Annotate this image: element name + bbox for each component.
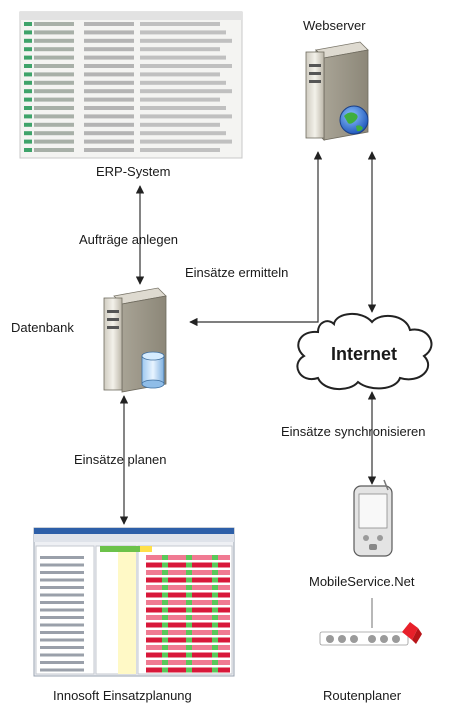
einsaetze-planen-label: Einsätze planen (74, 452, 167, 467)
erp-row (24, 55, 226, 60)
tomtom-logo (319, 622, 422, 646)
globe-icon (339, 105, 369, 135)
erp-row (24, 106, 226, 110)
erp-row (24, 72, 220, 77)
plan-row (40, 562, 230, 568)
erp-row (24, 38, 232, 43)
erp-row (24, 89, 232, 94)
plan-row (40, 622, 230, 628)
plan-row (40, 630, 230, 635)
plan-row (40, 570, 230, 575)
plan-row (40, 577, 230, 583)
erp-row (24, 148, 220, 152)
auftraege-anlegen-label: Aufträge anlegen (79, 232, 179, 247)
webserver-icon (305, 41, 369, 141)
erp-row (24, 30, 226, 35)
plan-row (40, 555, 230, 560)
plan-row (40, 645, 230, 650)
internet-label: Internet (331, 344, 398, 364)
erp-row (24, 22, 220, 26)
einsatzplanung-label: Innosoft Einsatzplanung (53, 688, 192, 703)
pda-icon (353, 479, 393, 557)
erp-row (24, 122, 220, 127)
erp-row (24, 80, 226, 85)
plan-row (40, 592, 230, 598)
einsaetze-synchronisieren-label: Einsätze synchronisieren (281, 424, 426, 439)
plan-row (40, 637, 230, 643)
mobileservice-label: MobileService.Net (309, 574, 415, 589)
plan-row (40, 660, 230, 665)
web-db-connector (189, 151, 323, 327)
webserver-label: Webserver (303, 18, 366, 33)
internet-cloud-icon (296, 313, 433, 390)
plan-row (40, 607, 230, 613)
plan-row (40, 600, 230, 605)
erp-row (24, 47, 220, 52)
connectors (119, 151, 377, 628)
plan-row (40, 585, 230, 590)
database-icon (141, 351, 165, 389)
erp-system-screenshot (19, 11, 243, 159)
erp-row (24, 131, 226, 136)
erp-row (24, 114, 232, 119)
database-server-icon (103, 287, 167, 393)
erp-row (24, 97, 220, 102)
einsaetze-ermitteln-label: Einsätze ermitteln (185, 265, 289, 280)
erp-system-label: ERP-System (96, 164, 171, 179)
einsatzplanung-screenshot (33, 527, 235, 677)
plan-row (40, 615, 230, 620)
erp-row (24, 139, 232, 144)
datenbank-label: Datenbank (11, 320, 74, 335)
plan-row (40, 652, 230, 658)
routenplaner-label: Routenplaner (323, 688, 402, 703)
erp-row (24, 64, 232, 68)
plan-row (40, 667, 230, 673)
